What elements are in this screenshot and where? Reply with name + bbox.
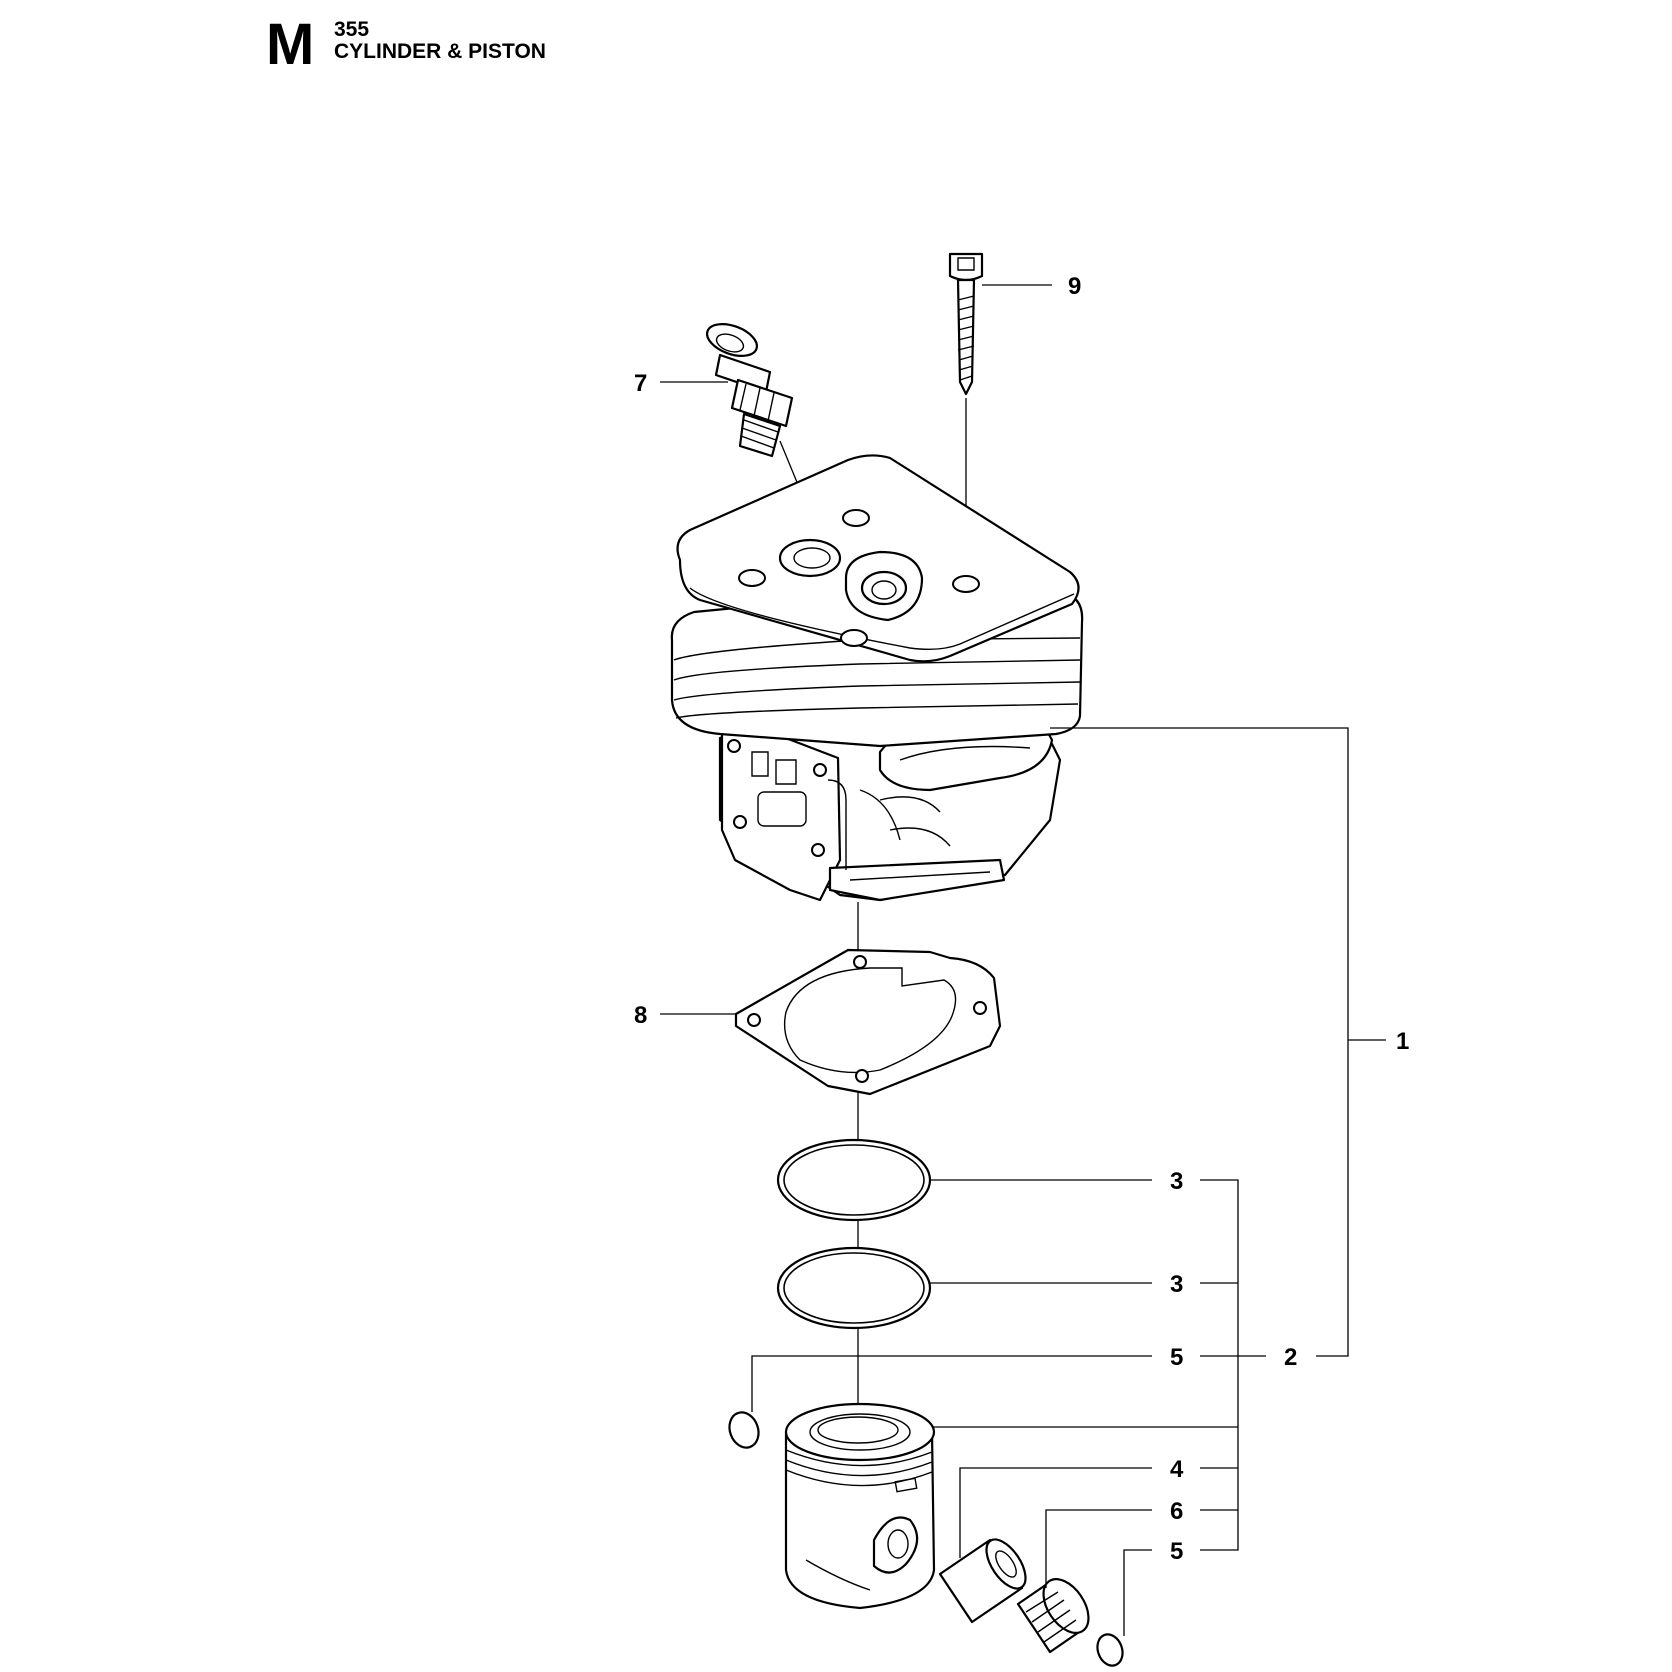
circlip-right-part-5[interactable] (1093, 1631, 1126, 1669)
callout-5-left: 5 (1170, 1344, 1183, 1371)
callout-7: 7 (634, 370, 647, 397)
callout-3-lower: 3 (1170, 1271, 1183, 1298)
callout-6: 6 (1170, 1498, 1183, 1525)
gudgeon-pin-part-4[interactable] (938, 1533, 1033, 1624)
callout-1: 1 (1396, 1028, 1409, 1055)
callout-5-right: 5 (1170, 1538, 1183, 1565)
decompression-valve-part-7[interactable] (703, 318, 794, 458)
piston-ring-lower-part-3[interactable] (776, 1246, 932, 1330)
callout-2: 2 (1284, 1344, 1297, 1371)
cylinder-part-1[interactable] (670, 454, 1084, 902)
page-title: CYLINDER & PISTON (334, 40, 546, 63)
callout-4: 4 (1170, 1456, 1184, 1483)
circlip-left-part-5[interactable] (725, 1408, 764, 1451)
callout-8: 8 (634, 1002, 647, 1029)
callout-leader-lines (660, 284, 1386, 1636)
needle-bearing-part-6[interactable] (1016, 1571, 1098, 1654)
callout-9: 9 (1068, 273, 1081, 300)
piston-ring-upper-part-3[interactable] (776, 1138, 932, 1222)
model-number: 355 (334, 18, 370, 41)
gasket-part-8[interactable] (734, 948, 1002, 1096)
screw-part-9[interactable] (948, 252, 984, 396)
callout-3-upper: 3 (1170, 1168, 1183, 1195)
piston-part-2[interactable] (784, 1402, 936, 1610)
section-letter: M (266, 12, 314, 77)
